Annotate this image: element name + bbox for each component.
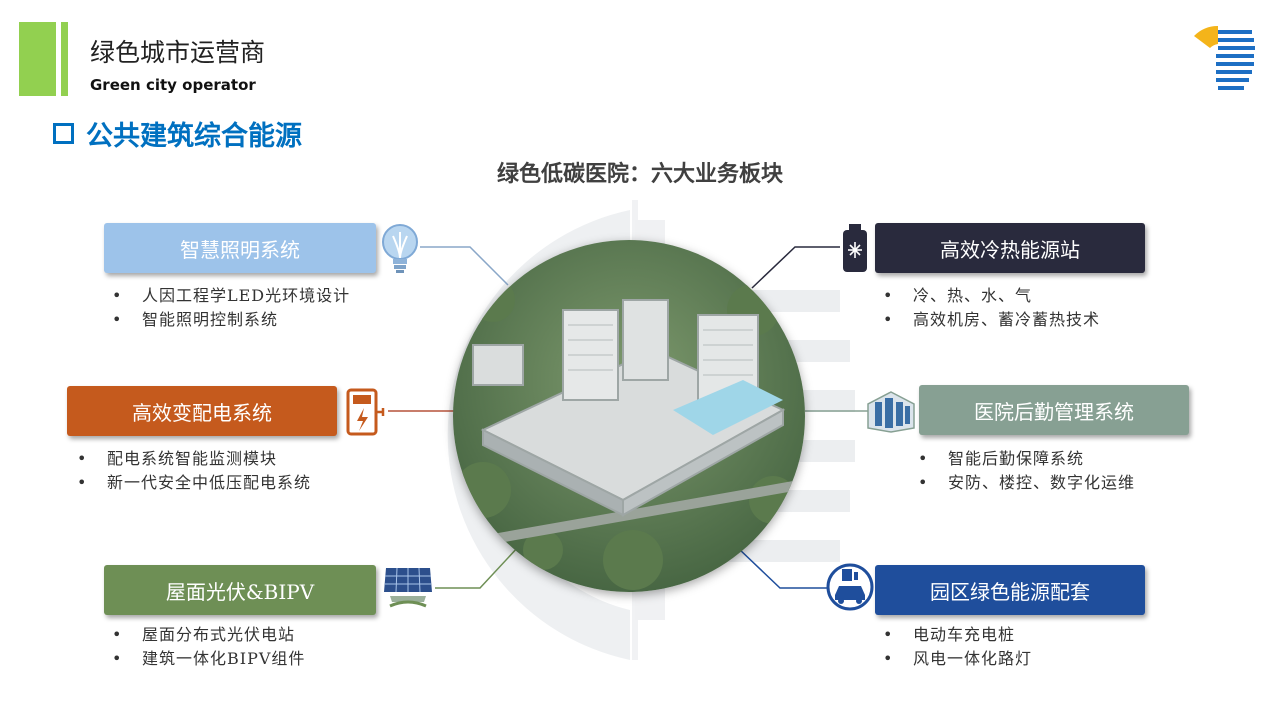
list-item: 智能后勤保障系统 bbox=[918, 447, 1135, 471]
building-icon bbox=[867, 391, 915, 433]
module-power-distribution: 高效变配电系统 bbox=[67, 386, 337, 436]
hvac-bullets: 冷、热、水、气 高效机房、蓄冷蓄热技术 bbox=[883, 284, 1100, 332]
module-logistics-management: 医院后勤管理系统 bbox=[919, 385, 1189, 435]
list-item: 风电一体化路灯 bbox=[883, 647, 1032, 671]
power-meter-icon bbox=[346, 388, 385, 436]
cooling-unit-icon bbox=[843, 224, 867, 272]
logistics-bullets: 智能后勤保障系统 安防、楼控、数字化运维 bbox=[918, 447, 1135, 495]
list-item: 电动车充电桩 bbox=[883, 623, 1032, 647]
header-accent-bar-thin bbox=[61, 22, 68, 96]
list-item: 配电系统智能监测模块 bbox=[77, 447, 311, 471]
solar-bullets: 屋面分布式光伏电站 建筑一体化BIPV组件 bbox=[112, 623, 305, 671]
header-title-en: Green city operator bbox=[90, 76, 256, 94]
power-bullets: 配电系统智能监测模块 新一代安全中低压配电系统 bbox=[77, 447, 311, 495]
section-bullet-square bbox=[53, 123, 74, 144]
list-item: 智能照明控制系统 bbox=[112, 308, 350, 332]
company-logo-icon bbox=[1186, 25, 1255, 90]
list-item: 建筑一体化BIPV组件 bbox=[112, 647, 305, 671]
hospital-aerial-image bbox=[453, 240, 805, 592]
module-hvac-energy-station: 高效冷热能源站 bbox=[875, 223, 1145, 273]
list-item: 冷、热、水、气 bbox=[883, 284, 1100, 308]
list-item: 安防、楼控、数字化运维 bbox=[918, 471, 1135, 495]
section-title: 公共建筑综合能源 bbox=[86, 121, 302, 152]
solar-panel-icon bbox=[384, 567, 432, 608]
header-title-cn: 绿色城市运营商 bbox=[90, 38, 266, 67]
list-item: 屋面分布式光伏电站 bbox=[112, 623, 305, 647]
list-item: 高效机房、蓄冷蓄热技术 bbox=[883, 308, 1100, 332]
module-park-green-energy: 园区绿色能源配套 bbox=[875, 565, 1145, 615]
list-item: 人因工程学LED光环境设计 bbox=[112, 284, 350, 308]
ev-charging-icon bbox=[826, 563, 874, 611]
list-item: 新一代安全中低压配电系统 bbox=[77, 471, 311, 495]
park-bullets: 电动车充电桩 风电一体化路灯 bbox=[883, 623, 1032, 671]
lightbulb-icon bbox=[382, 224, 418, 273]
header-accent-bar bbox=[19, 22, 56, 96]
lighting-bullets: 人因工程学LED光环境设计 智能照明控制系统 bbox=[112, 284, 350, 332]
module-solar-bipv: 屋面光伏&BIPV bbox=[104, 565, 376, 615]
diagram-title: 绿色低碳医院：六大业务板块 bbox=[496, 162, 783, 187]
module-lighting: 智慧照明系统 bbox=[104, 223, 376, 273]
